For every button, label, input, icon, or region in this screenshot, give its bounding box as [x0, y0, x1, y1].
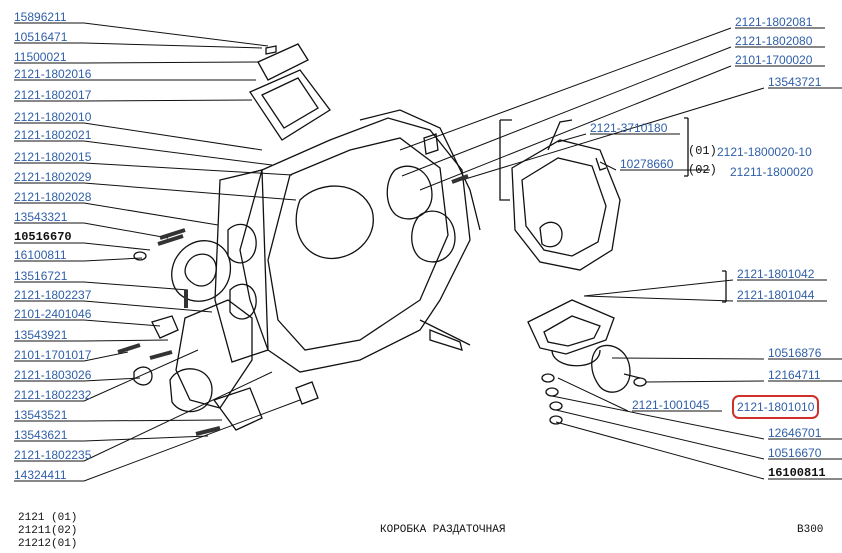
leader-line-2121-1802237: [83, 300, 213, 313]
leader-line-16100811b: [555, 421, 765, 480]
model-line-3: 21212(01): [18, 538, 78, 550]
leader-line-13516721: [83, 281, 189, 291]
leader-line-13543521: [83, 419, 223, 422]
leader-line-12164711: [645, 380, 765, 383]
part-label-14324411[interactable]: 14324411: [14, 468, 67, 482]
leader-line-2121-1802232: [83, 349, 199, 402]
part-label-2121-1802028[interactable]: 2121-1802028: [14, 190, 92, 204]
part-label-21211-1800020[interactable]: 21211-1800020: [730, 165, 814, 179]
part-label-2121-1802080[interactable]: 2121-1802080: [735, 34, 813, 48]
leader-line-10516876: [611, 357, 765, 360]
part-label-2121-1001045[interactable]: 2121-1001045: [632, 398, 710, 412]
leader-line-2121-1802235: [83, 371, 273, 462]
part-label-13543921[interactable]: 13543921: [14, 328, 68, 342]
part-label-2121-1801044[interactable]: 2121-1801044: [737, 288, 815, 302]
leader-line-10516670b: [555, 409, 765, 460]
part-label-13516721[interactable]: 13516721: [14, 269, 68, 283]
leader-line-2121-1001045: [557, 377, 629, 412]
leader-line-2121-1803026: [83, 377, 141, 382]
leader-line-2101-1701017: [83, 351, 129, 362]
leader-line-10516471: [83, 42, 263, 49]
part-label-13543321[interactable]: 13543321: [14, 210, 68, 224]
part-label-2121-1802015[interactable]: 2121-1802015: [14, 150, 92, 164]
part-label-2121-1802232[interactable]: 2121-1802232: [14, 388, 92, 402]
leader-line-13543621: [83, 435, 209, 442]
part-label-2121-1803026[interactable]: 2121-1803026: [14, 368, 92, 382]
leader-line-2121-1802081: [399, 27, 732, 151]
part-label-12646701[interactable]: 12646701: [768, 426, 822, 440]
leader-line-2121-1802029: [83, 182, 297, 201]
part-label-2121-1801042[interactable]: 2121-1801042: [737, 267, 815, 281]
leader-line-2121-1802015: [83, 162, 293, 176]
part-label-10516670a[interactable]: 10516670: [14, 230, 72, 244]
part-label-10278660[interactable]: 10278660: [620, 157, 674, 171]
leader-line-15896211: [83, 22, 269, 47]
leader-line-2121-1802010: [83, 122, 263, 151]
leader-line-14324411: [83, 399, 301, 482]
leader-line-2121-1802028: [83, 202, 219, 226]
housing-line-art: [117, 43, 727, 436]
part-label-10516471[interactable]: 10516471: [14, 30, 68, 44]
diagram-title: КОРОБКА РАЗДАТОЧНАЯ: [380, 524, 506, 536]
part-label-13543721[interactable]: 13543721: [768, 75, 822, 89]
leader-line-2121-1801044: [583, 295, 734, 302]
part-label-2101-2401046[interactable]: 2101-2401046: [14, 307, 92, 321]
part-label-2121-1802016[interactable]: 2121-1802016: [14, 67, 92, 81]
variant-mark-02: (02): [688, 163, 717, 177]
part-label-10516670b[interactable]: 10516670: [768, 446, 822, 460]
leader-line-2101-2401046: [83, 319, 161, 327]
part-label-2121-1802081[interactable]: 2121-1802081: [735, 15, 813, 29]
part-label-2121-3710180[interactable]: 2121-3710180: [590, 121, 668, 135]
leader-line-13543321: [83, 222, 169, 239]
part-label-13543621[interactable]: 13543621: [14, 428, 68, 442]
leader-line-2121-1802021: [83, 140, 273, 166]
leader-line-2121-1802080: [401, 46, 732, 177]
part-label-2121-1801010[interactable]: 2121-1801010: [731, 395, 820, 419]
part-label-2121-1802017[interactable]: 2121-1802017: [14, 88, 92, 102]
part-label-2121-1802029[interactable]: 2121-1802029: [14, 170, 92, 184]
model-line-1: 2121 (01): [18, 512, 78, 524]
leader-line-12646701: [551, 395, 765, 440]
leader-line-10516670a: [83, 242, 151, 251]
leader-line-11500021: [83, 61, 259, 64]
part-label-11500021[interactable]: 11500021: [14, 50, 67, 64]
leader-line-2101-1700020: [419, 65, 732, 191]
part-label-2101-1701017[interactable]: 2101-1701017: [14, 348, 92, 362]
part-label-16100811a[interactable]: 16100811: [14, 248, 67, 262]
leader-line-2121-1801042: [583, 279, 734, 297]
part-label-10516876[interactable]: 10516876: [768, 346, 822, 360]
part-label-16100811b[interactable]: 16100811: [768, 466, 826, 480]
part-label-2121-1802010[interactable]: 2121-1802010: [14, 110, 92, 124]
part-label-2121-1802237[interactable]: 2121-1802237: [14, 288, 92, 302]
variant-mark-01: (01): [688, 144, 717, 158]
leader-line-2121-1802017: [83, 99, 253, 102]
leader-line-10278660: [599, 161, 617, 171]
part-label-2121-1802021[interactable]: 2121-1802021: [14, 128, 92, 142]
part-label-2121-1802235[interactable]: 2121-1802235: [14, 448, 92, 462]
model-line-2: 21211(02): [18, 525, 78, 537]
part-label-13543521[interactable]: 13543521: [14, 408, 68, 422]
part-label-2101-1700020[interactable]: 2101-1700020: [735, 53, 813, 67]
page-code: B300: [797, 524, 824, 536]
part-label-2121-1800020-10[interactable]: 2121-1800020-10: [717, 145, 812, 159]
part-label-12164711[interactable]: 12164711: [768, 368, 821, 382]
part-label-15896211[interactable]: 15896211: [14, 10, 67, 24]
leader-line-13543921: [83, 339, 169, 342]
leader-line-16100811a: [83, 257, 143, 262]
